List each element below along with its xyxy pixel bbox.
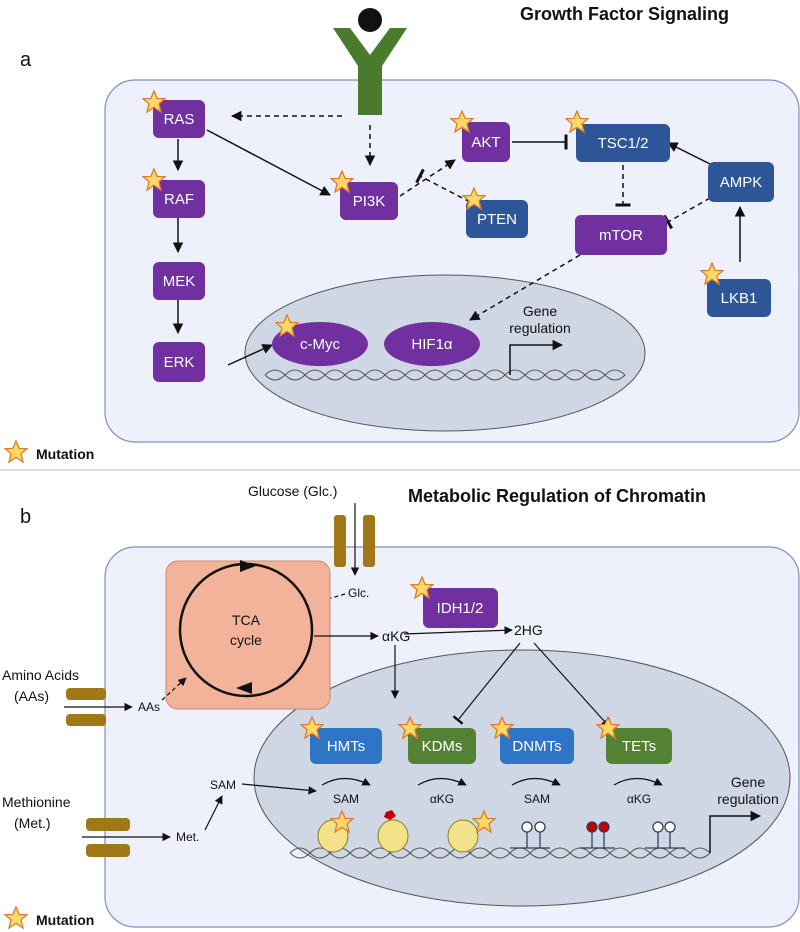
dna-methylation-marks: [510, 821, 685, 849]
node-tsc: TSC1/2: [576, 124, 670, 162]
growth-factor-receptor-icon: [333, 8, 407, 115]
node-hmts: HMTs: [310, 728, 382, 764]
node-mtor: mTOR: [575, 215, 667, 255]
gene-regulation-a-line1: Gene: [523, 303, 557, 319]
glucose-label: Glucose (Glc.): [248, 483, 337, 499]
legend-b-label: Mutation: [36, 912, 94, 928]
svg-text:MEK: MEK: [163, 273, 196, 290]
gene-regulation-b-line2: regulation: [717, 791, 779, 807]
svg-text:IDH1/2: IDH1/2: [437, 600, 484, 617]
methionine-label-line1: Methionine: [2, 794, 71, 810]
sam-label: SAM: [210, 778, 236, 792]
nucleus-b: [253, 649, 791, 907]
dna-helix-a: [264, 369, 626, 381]
methionine-channel-icon: [86, 818, 130, 857]
amino-acids-label-line1: Amino Acids: [2, 667, 79, 683]
amino-acid-channel-icon: [66, 688, 106, 726]
svg-text:ERK: ERK: [164, 354, 195, 371]
node-erk: ERK: [153, 342, 205, 382]
tca-cycle: TCA cycle: [165, 560, 331, 710]
node-kdms: KDMs: [408, 728, 476, 764]
svg-text:HMTs: HMTs: [327, 738, 365, 755]
node-akt: AKT: [462, 122, 510, 162]
svg-text:mTOR: mTOR: [599, 227, 643, 244]
svg-text:c-Myc: c-Myc: [300, 336, 340, 353]
node-ampk: AMPK: [708, 162, 774, 202]
cofactor-akg-2: αKG: [627, 792, 651, 806]
legend-star-icon: [4, 906, 28, 929]
svg-text:AMPK: AMPK: [720, 174, 763, 191]
node-mek: MEK: [153, 262, 205, 300]
panel-b-letter: b: [20, 506, 31, 528]
svg-text:TCA: TCA: [232, 612, 261, 628]
svg-text:cycle: cycle: [230, 632, 262, 648]
node-raf: RAF: [153, 180, 205, 218]
panel-b-title: Metabolic Regulation of Chromatin: [408, 486, 706, 506]
panel-a-letter: a: [20, 49, 32, 71]
svg-text:PTEN: PTEN: [477, 211, 517, 228]
met-label: Met.: [176, 830, 199, 844]
cofactor-sam-2: SAM: [524, 792, 550, 806]
panel-a-title: Growth Factor Signaling: [520, 4, 729, 24]
twohg-label: 2HG: [514, 622, 543, 638]
glucose-channel-icon: [334, 515, 375, 567]
node-ras: RAS: [153, 100, 205, 138]
svg-text:HIF1α: HIF1α: [411, 336, 453, 353]
svg-text:RAS: RAS: [164, 111, 195, 128]
nucleosome-icon: [317, 810, 479, 853]
legend-star-icon: [4, 440, 28, 463]
legend-a-label: Mutation: [36, 446, 94, 462]
dna-helix-b: [289, 847, 711, 859]
node-pi3k: PI3K: [340, 182, 398, 220]
svg-text:KDMs: KDMs: [422, 738, 463, 755]
node-dnmts: DNMTs: [500, 728, 574, 764]
svg-text:LKB1: LKB1: [721, 290, 758, 307]
svg-text:RAF: RAF: [164, 191, 194, 208]
gene-regulation-a-line2: regulation: [509, 320, 571, 336]
svg-text:PI3K: PI3K: [353, 193, 386, 210]
methionine-label-line2: (Met.): [14, 815, 51, 831]
node-lkb1: LKB1: [707, 279, 771, 317]
aas-label: AAs: [138, 700, 160, 714]
svg-text:TSC1/2: TSC1/2: [598, 135, 649, 152]
node-tets: TETs: [606, 728, 672, 764]
node-cmyc: c-Myc: [272, 322, 368, 366]
svg-text:TETs: TETs: [622, 738, 656, 755]
node-idh: IDH1/2: [423, 588, 498, 628]
node-hif1a: HIF1α: [384, 322, 480, 366]
svg-text:DNMTs: DNMTs: [512, 738, 561, 755]
svg-text:AKT: AKT: [471, 134, 500, 151]
cofactor-akg-1: αKG: [430, 792, 454, 806]
akg-label: αKG: [382, 628, 410, 644]
glc-label: Glc.: [348, 586, 369, 600]
amino-acids-label-line2: (AAs): [14, 688, 49, 704]
cofactor-sam-1: SAM: [333, 792, 359, 806]
gene-regulation-b-line1: Gene: [731, 774, 765, 790]
